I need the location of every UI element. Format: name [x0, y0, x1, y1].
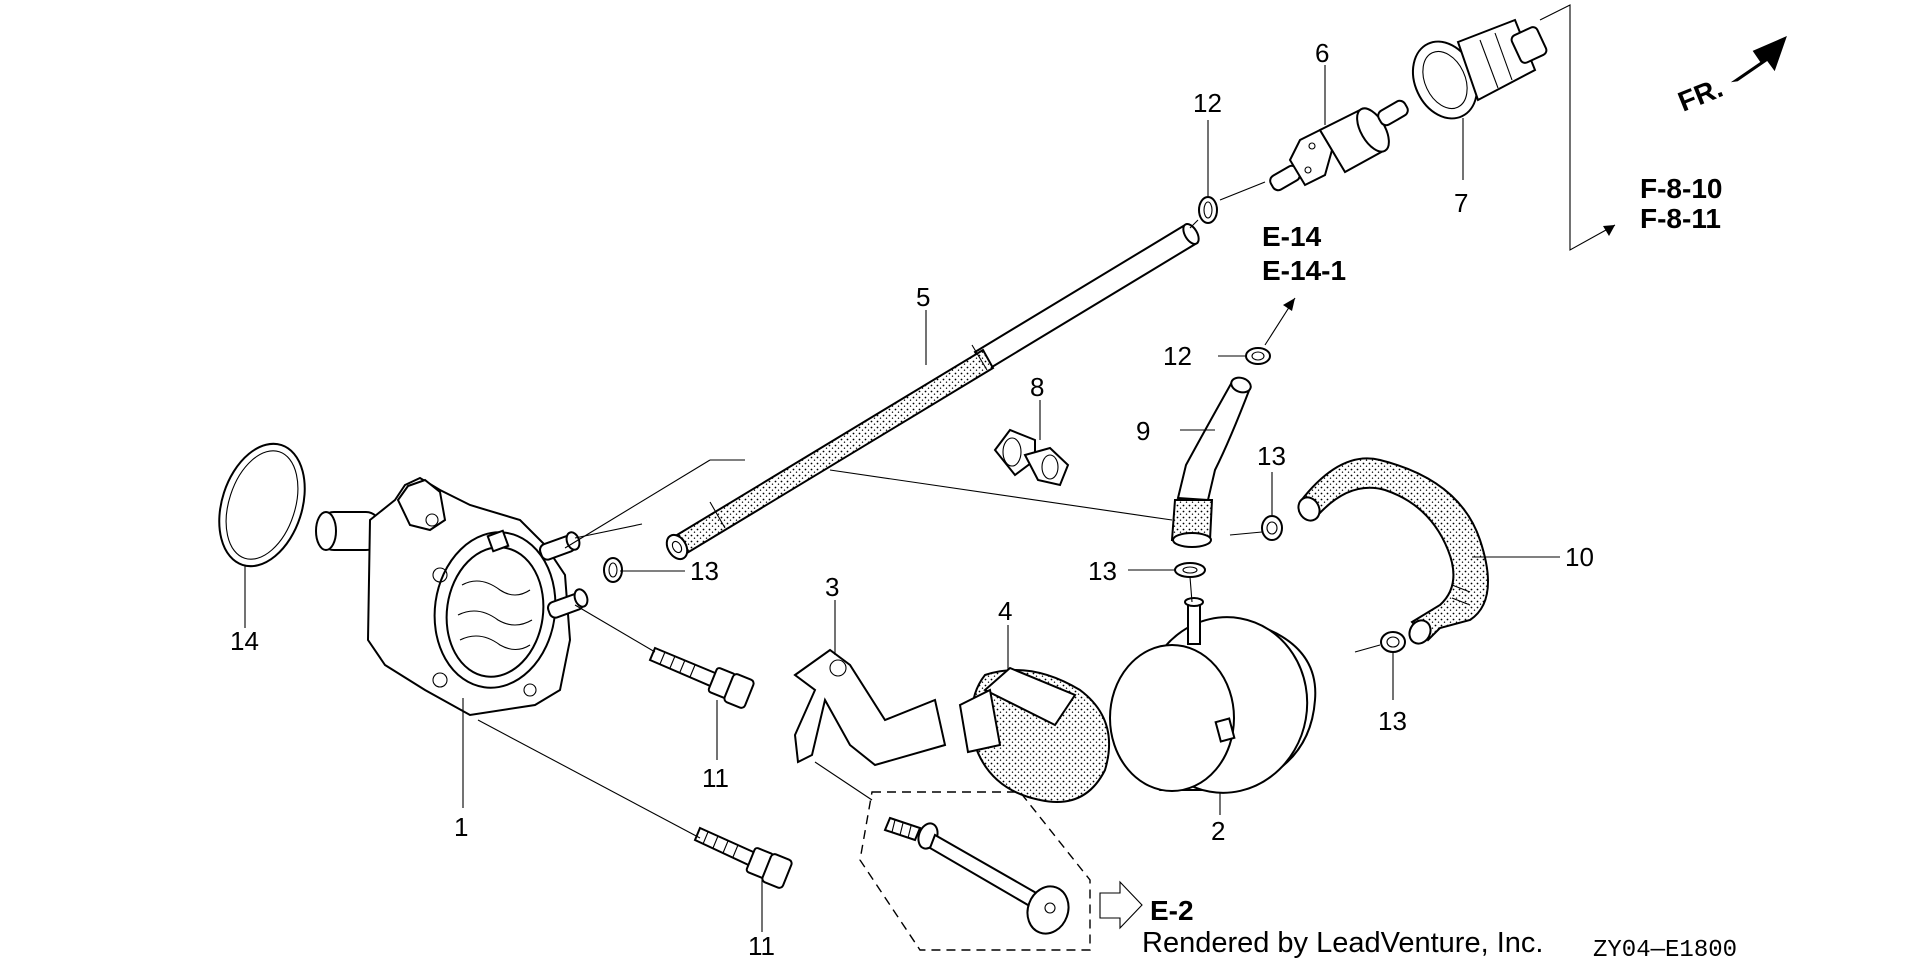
- front-label: FR.: [1674, 72, 1727, 118]
- e2-rod-assembly: [859, 791, 1091, 951]
- long-tube-part: [665, 223, 1200, 561]
- callout-11-upper: 11: [702, 763, 729, 793]
- render-credit: Rendered by LeadVenture, Inc.: [1142, 927, 1543, 959]
- callout-13-center: 13: [1088, 556, 1117, 586]
- callout-13-right-lower: 13: [1378, 706, 1407, 736]
- callout-9: 9: [1136, 416, 1150, 446]
- callout-14: 14: [230, 626, 259, 656]
- short-hose-part: [1170, 376, 1252, 548]
- clip-12-upper: [1198, 196, 1218, 224]
- diagram-code: ZY04—E1800: [1593, 937, 1737, 959]
- ref-f8-10: F-8-10: [1640, 173, 1722, 204]
- bolt-part-upper: [648, 646, 755, 709]
- hose-clip-part: [993, 428, 1070, 487]
- bolt-part-lower: [693, 826, 793, 889]
- callout-13-right-upper: 13: [1257, 441, 1286, 471]
- callout-3: 3: [825, 572, 839, 602]
- foam-band-part: [958, 666, 1111, 803]
- callout-1: 1: [454, 812, 468, 842]
- reference-labels: E-14 E-14-1 F-8-10 F-8-11 E-2: [1150, 173, 1722, 926]
- clip-13-left: [603, 557, 623, 583]
- callout-5: 5: [916, 282, 930, 312]
- callout-2: 2: [1211, 816, 1225, 846]
- ref-e2: E-2: [1150, 895, 1194, 926]
- bracket-part: [793, 648, 947, 767]
- clip-12-lower: [1245, 347, 1271, 365]
- callout-6: 6: [1315, 38, 1329, 68]
- callout-10: 10: [1565, 542, 1594, 572]
- leader-lines: [244, 4, 1616, 932]
- callout-13-left: 13: [690, 556, 719, 586]
- fuel-filter-part: [1269, 99, 1409, 192]
- callout-11-lower: 11: [748, 931, 775, 959]
- clip-13-center: [1174, 562, 1206, 578]
- clip-13-right-lower: [1380, 631, 1406, 653]
- connector-part: [1411, 18, 1548, 120]
- callout-12-upper: 12: [1193, 88, 1222, 118]
- canister-part: [1109, 597, 1317, 794]
- callout-4: 4: [998, 596, 1012, 626]
- callout-7: 7: [1454, 188, 1468, 218]
- ref-f8-11: F-8-11: [1640, 203, 1721, 234]
- callout-numbers: 1 2 3 4 5 6 7 8 9 10 11 11 12 12 13 13 1…: [230, 38, 1594, 959]
- clip-13-right-upper: [1261, 515, 1283, 541]
- ref-e14: E-14: [1262, 221, 1322, 252]
- ref-e14-1: E-14-1: [1262, 255, 1346, 286]
- callout-12-lower: 12: [1163, 341, 1192, 371]
- throttle-body-part: [315, 476, 589, 717]
- curved-hose-part: [1297, 457, 1489, 645]
- callout-8: 8: [1030, 372, 1044, 402]
- front-direction-arrow: FR.: [1674, 36, 1787, 118]
- o-ring-part: [218, 442, 306, 568]
